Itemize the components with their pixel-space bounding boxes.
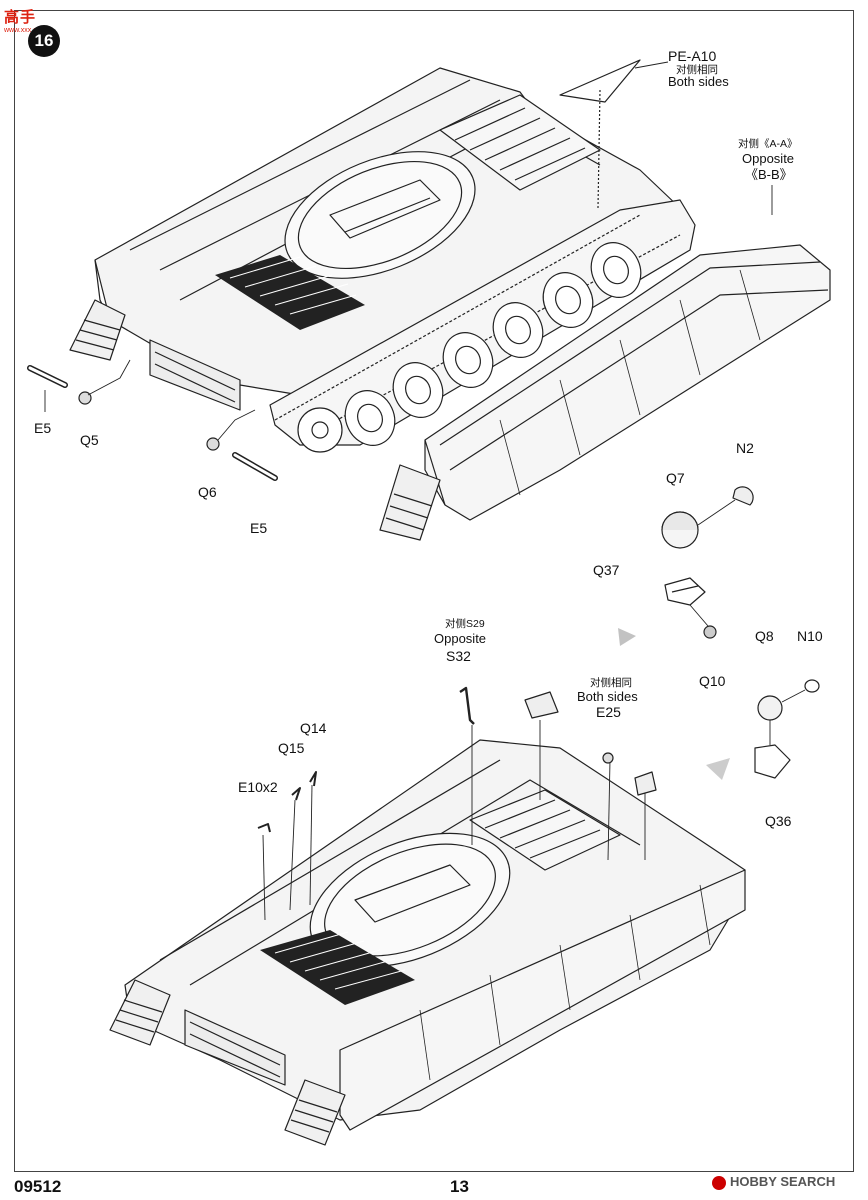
pe-a10-part <box>559 59 641 103</box>
label-s32: S32 <box>446 648 471 664</box>
label-opposite-cn: 对侧《A-A》 <box>738 138 798 150</box>
label-e10x2: E10x2 <box>238 779 278 795</box>
label-pe-a10-en: Both sides <box>668 74 729 89</box>
label-q36: Q36 <box>765 813 792 829</box>
source-badge: HOBBY SEARCH <box>712 1174 835 1190</box>
label-both-en: Both sides <box>577 689 638 704</box>
label-opposite-en: Opposite <box>742 151 795 166</box>
label-e5-lower: E5 <box>250 520 268 536</box>
side-skirt-drawing <box>379 244 831 541</box>
lower-hull-drawing <box>109 739 746 1146</box>
hobby-search-logo-icon <box>712 1175 726 1190</box>
label-q14: Q14 <box>300 720 327 736</box>
page-frame <box>14 10 854 1172</box>
step-number-badge: 16 <box>28 25 60 57</box>
label-q37: Q37 <box>593 562 620 578</box>
label-q15: Q15 <box>278 740 305 756</box>
label-n10: N10 <box>797 628 823 644</box>
kit-number: 09512 <box>14 1177 62 1196</box>
label-q5: Q5 <box>80 432 99 448</box>
watermark-logo: 高手 www.xxx.com <box>4 9 47 34</box>
page-number: 13 <box>450 1177 469 1196</box>
label-q8: Q8 <box>755 628 774 644</box>
label-s29-en: Opposite <box>434 631 487 646</box>
label-s29-cn: 对侧S29 <box>445 618 485 630</box>
label-pe-a10: PE-A10 <box>668 48 717 64</box>
label-both-cn: 对侧相同 <box>590 677 632 689</box>
label-opposite-ref: 《B-B》 <box>745 167 793 182</box>
label-n2: N2 <box>736 440 754 456</box>
label-q10: Q10 <box>699 673 726 689</box>
label-e25: E25 <box>596 704 621 720</box>
upper-hull-drawing <box>69 67 696 453</box>
label-q6: Q6 <box>198 484 217 500</box>
label-q7: Q7 <box>666 470 685 486</box>
label-pe-a10-cn: 对侧相同 <box>676 64 718 76</box>
label-e5-left: E5 <box>34 420 52 436</box>
